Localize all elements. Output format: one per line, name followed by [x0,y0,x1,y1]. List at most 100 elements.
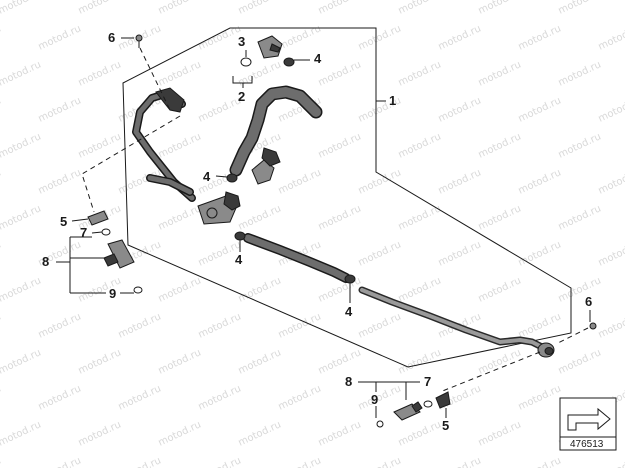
watermark-text: motod.ru [517,455,563,468]
watermark-text: motod.ru [477,131,523,160]
watermark-text: motod.ru [437,95,483,124]
watermark-text: motod.ru [357,311,403,340]
callout-8-left: 8 [42,254,49,269]
watermark-text: motod.ru [437,239,483,268]
watermark-text: motod.ru [357,383,403,412]
vent-hose-middle [243,233,351,283]
watermark-text: motod.ru [0,167,3,196]
watermark-text: motod.ru [557,59,603,88]
watermark-text: motod.ru [517,383,563,412]
watermark-text: motod.ru [117,383,163,412]
reference-number: 476513 [570,439,604,450]
watermark-text: motod.ru [37,455,83,468]
watermark-text: motod.ru [0,239,3,268]
watermark-text: motod.ru [557,275,603,304]
callout-9-right: 9 [371,392,378,407]
watermark-text: motod.ru [477,59,523,88]
watermark-text: motod.ru [517,95,563,124]
reference-box: 476513 [559,397,617,451]
vent-hose-upper-middle [229,85,323,177]
leader-8-left [56,236,106,294]
watermark-text: motod.ru [237,275,283,304]
callout-2: 2 [238,89,245,104]
screw-icon [589,322,597,330]
watermark-text: motod.ru [197,383,243,412]
vent-pipe-lower [358,286,548,352]
callout-6-top: 6 [108,30,115,45]
watermark-text: motod.ru [597,311,625,340]
watermark-text: motod.ru [37,311,83,340]
leader-4-middle [215,175,228,178]
leader-6-top [139,47,171,111]
watermark-text: motod.ru [157,419,203,448]
watermark-text: motod.ru [277,167,323,196]
callout-9-left: 9 [109,286,116,301]
watermark-text: motod.ru [0,347,43,376]
watermark-text: motod.ru [477,203,523,232]
pipe-end-cap [544,347,554,355]
watermark-text: motod.ru [77,347,123,376]
view-arrow-icon [567,407,611,431]
watermark-text: motod.ru [317,203,363,232]
watermark-text: motod.ru [317,419,363,448]
watermark-text: motod.ru [357,455,403,468]
watermark-text: motod.ru [397,59,443,88]
hose-clamp-tee [234,231,246,241]
watermark-text: motod.ru [77,419,123,448]
hose-clamp-lower [344,274,356,284]
watermark-text: motod.ru [0,95,3,124]
watermark-text: motod.ru [597,167,625,196]
watermark-text: motod.ru [557,0,603,17]
watermark-text: motod.ru [0,311,3,340]
watermark-text: motod.ru [237,59,283,88]
valve-assembly-lower-right [376,391,451,428]
watermark-text: motod.ru [0,203,43,232]
watermark-text: motod.ru [237,0,283,17]
watermark-text: motod.ru [77,0,123,17]
callout-5-left: 5 [60,214,67,229]
hose-clamp-middle [226,173,238,183]
watermark-text: motod.ru [477,419,523,448]
watermark-text: motod.ru [157,203,203,232]
watermark-text: motod.ru [117,311,163,340]
watermark-text: motod.ru [397,347,443,376]
watermark-text: motod.ru [597,239,625,268]
watermark-text: motod.ru [0,0,43,17]
watermark-text: motod.ru [357,239,403,268]
callout-7-right: 7 [424,374,431,389]
watermark-text: motod.ru [517,23,563,52]
watermark-text: motod.ru [397,275,443,304]
watermark-text: motod.ru [557,203,603,232]
callout-5-right: 5 [442,418,449,433]
hose-clamp-upper [283,57,295,67]
watermark-text: motod.ru [37,167,83,196]
watermark-text: motod.ru [37,383,83,412]
check-valve [251,147,281,185]
watermark-text: motod.ru [517,167,563,196]
watermark-text: motod.ru [597,95,625,124]
callout-6-right: 6 [585,294,592,309]
watermark-text: motod.ru [157,59,203,88]
watermark-text: motod.ru [0,383,3,412]
dash-right-valve [439,327,589,393]
assembly-frame [122,27,572,368]
watermark-text: motod.ru [277,455,323,468]
callout-3: 3 [238,34,245,49]
watermark-text: motod.ru [557,347,603,376]
watermark-text: motod.ru [597,455,625,468]
screw-icon [135,34,143,48]
watermark-text: motod.ru [157,131,203,160]
watermark-text: motod.ru [357,167,403,196]
watermark-text: motod.ru [437,167,483,196]
watermark-text: motod.ru [277,311,323,340]
watermark-text: motod.ru [437,23,483,52]
watermark-text: motod.ru [397,419,443,448]
watermark-text: motod.ru [477,347,523,376]
leader-8-right [358,381,407,400]
watermark-text: motod.ru [37,23,83,52]
callout-7-left: 7 [80,225,87,240]
watermark-text: motod.ru [0,131,43,160]
watermark-text: motod.ru [77,59,123,88]
watermark-text: motod.ru [477,275,523,304]
